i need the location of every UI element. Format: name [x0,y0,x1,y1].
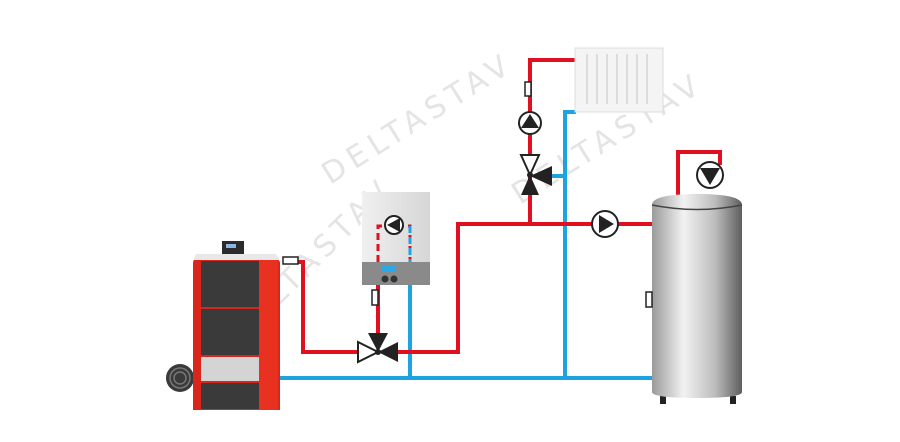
gas-boiler [362,192,430,306]
temperature-sensor [282,256,299,265]
pump-icon [518,111,542,135]
temperature-sensor [645,291,653,308]
solid-fuel-boiler [166,241,299,410]
cold-return-pipes [278,110,655,380]
hot-water-tank [645,194,743,404]
temperature-sensor [371,289,379,306]
three-way-valve-icon [357,333,398,364]
pump-icon [384,215,404,235]
three-way-valve-icon [519,154,552,195]
pump-icon [591,210,619,238]
temperature-sensor [524,81,532,97]
watermark: DELTASTAV [316,46,521,192]
pump-icon [696,161,724,189]
boiler-display [382,266,396,272]
radiator [574,47,664,113]
